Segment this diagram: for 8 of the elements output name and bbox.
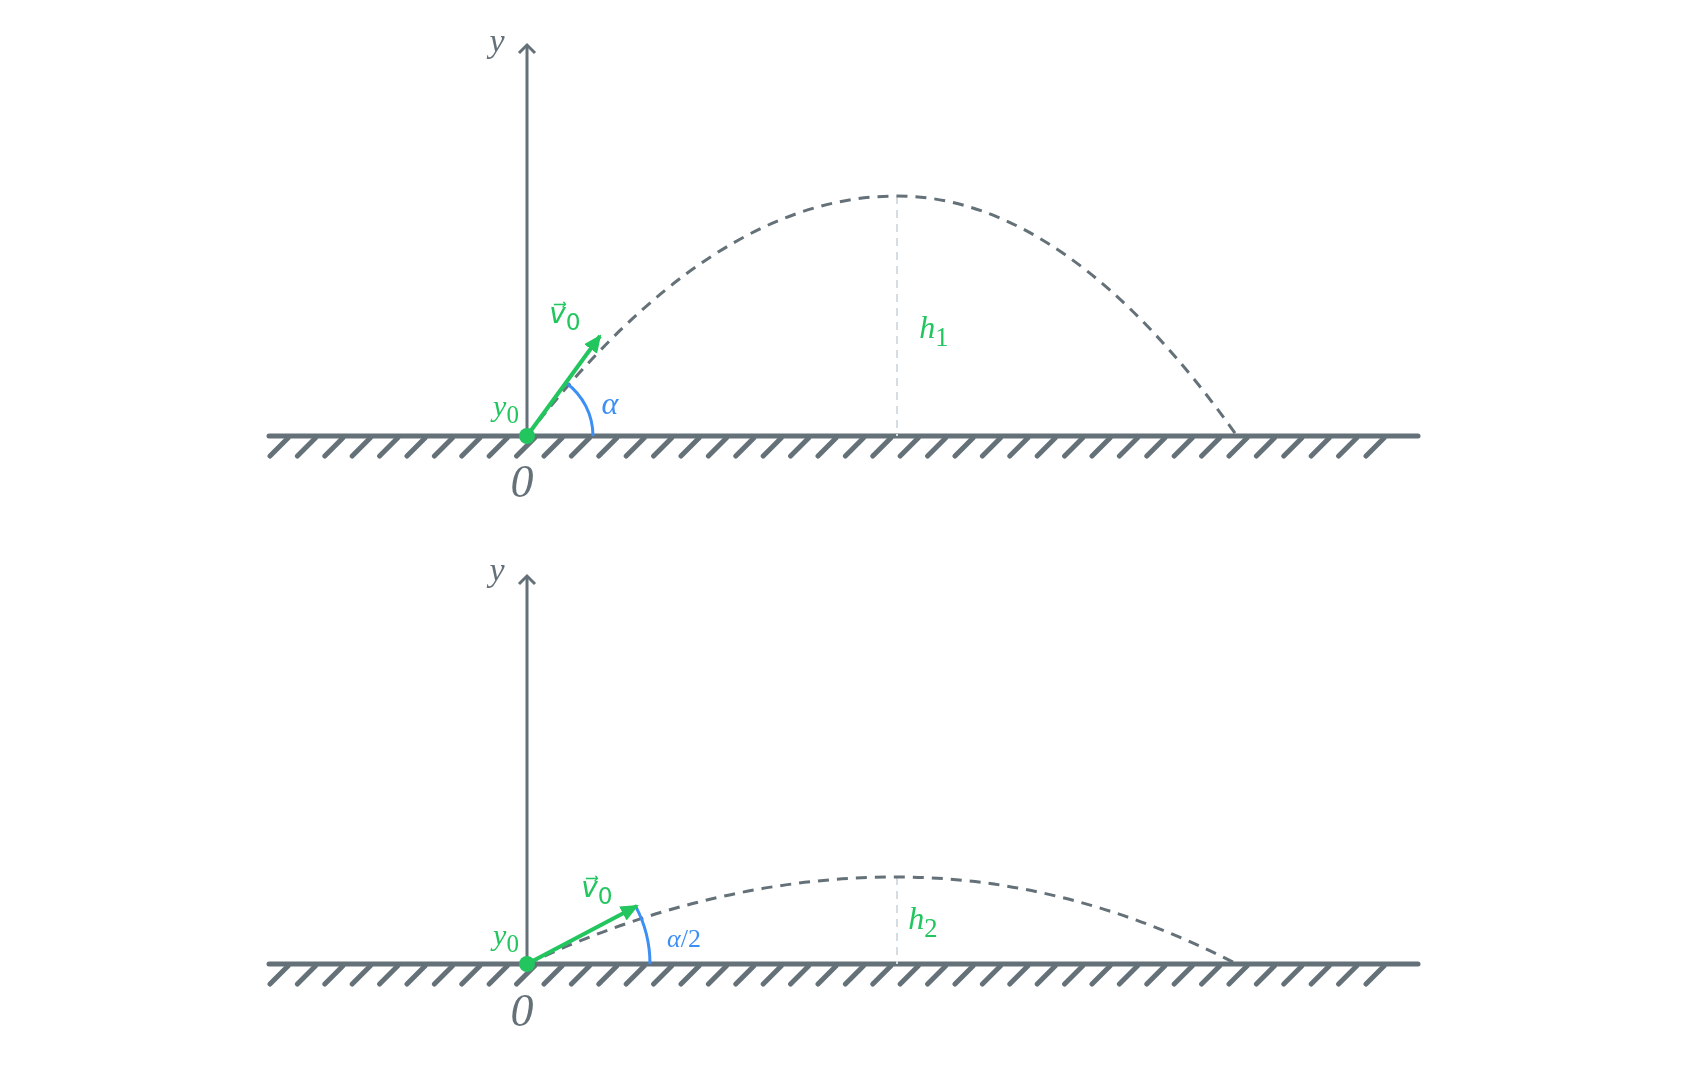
- height-label: h$_{2}$: [908, 902, 938, 942]
- angle-label: α/2: [667, 926, 701, 952]
- origin-label: 0: [510, 459, 534, 505]
- angle-label: α: [601, 387, 619, 419]
- height-label: h$_{1}$: [919, 311, 949, 351]
- origin-label: 0: [510, 988, 534, 1034]
- velocity-label: v⃗$_{0}$: [581, 874, 613, 908]
- velocity-label: v⃗$_{0}$: [549, 300, 581, 334]
